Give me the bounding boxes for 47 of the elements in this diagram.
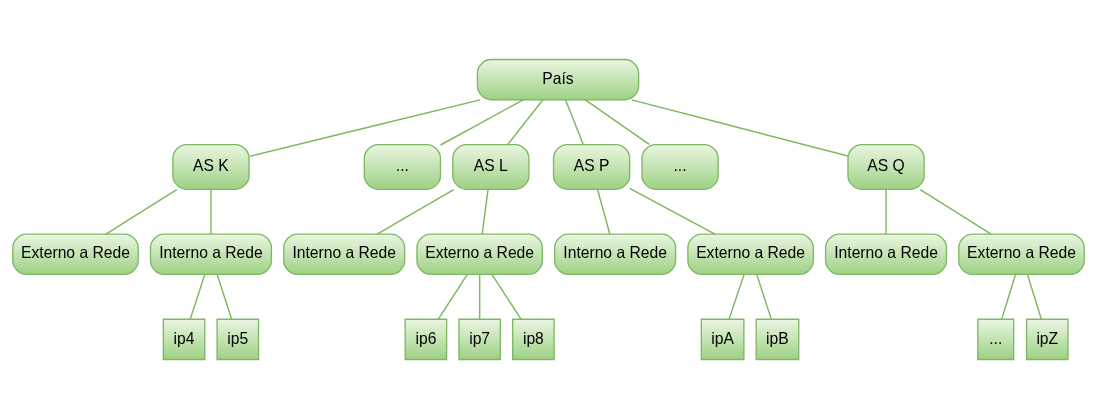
connector	[491, 273, 522, 320]
connector	[919, 188, 992, 235]
connector	[630, 99, 849, 157]
connector	[189, 273, 206, 320]
connector	[506, 99, 544, 146]
connector	[756, 273, 772, 320]
connector	[210, 188, 212, 235]
node-box: ipB	[755, 318, 800, 361]
node-box: Externo a Rede	[416, 233, 543, 276]
node-box: Interno a Rede	[283, 233, 406, 276]
node-box: Interno a Rede	[554, 233, 677, 276]
connector	[481, 188, 489, 235]
node-box: ip7	[458, 318, 502, 361]
node-box: ip6	[404, 318, 448, 361]
connector	[248, 99, 481, 158]
node-box: ip4	[162, 318, 206, 361]
node-box: Externo a Rede	[687, 233, 814, 276]
node-box: Externo a Rede	[12, 233, 139, 276]
connector	[216, 273, 233, 320]
node-box: ...	[977, 318, 1015, 361]
connector	[478, 273, 481, 320]
connector	[376, 188, 455, 235]
node-box: ipA	[700, 318, 745, 361]
node-box: ip5	[216, 318, 260, 361]
connector	[628, 187, 716, 235]
node-box: AS Q	[847, 143, 925, 190]
node-box: Externo a Rede	[958, 233, 1085, 276]
connector	[1026, 273, 1043, 320]
connector	[105, 188, 178, 235]
connector	[596, 188, 611, 235]
node-box: AS P	[552, 143, 631, 190]
connector	[564, 99, 584, 146]
node-box: ...	[363, 143, 442, 190]
node-box: ip8	[512, 318, 555, 361]
connector	[439, 99, 524, 146]
connector	[728, 273, 745, 320]
node-box: Interno a Rede	[824, 233, 948, 276]
connector	[584, 99, 651, 146]
node-box: ...	[641, 143, 719, 190]
connector	[437, 273, 468, 320]
connector	[1001, 273, 1017, 320]
node-box: País	[476, 58, 640, 101]
node-box: Interno a Rede	[149, 233, 273, 276]
node-box: ipZ	[1025, 318, 1069, 361]
node-box: AS K	[172, 143, 250, 190]
connector	[885, 188, 887, 235]
node-box: AS L	[452, 143, 530, 190]
